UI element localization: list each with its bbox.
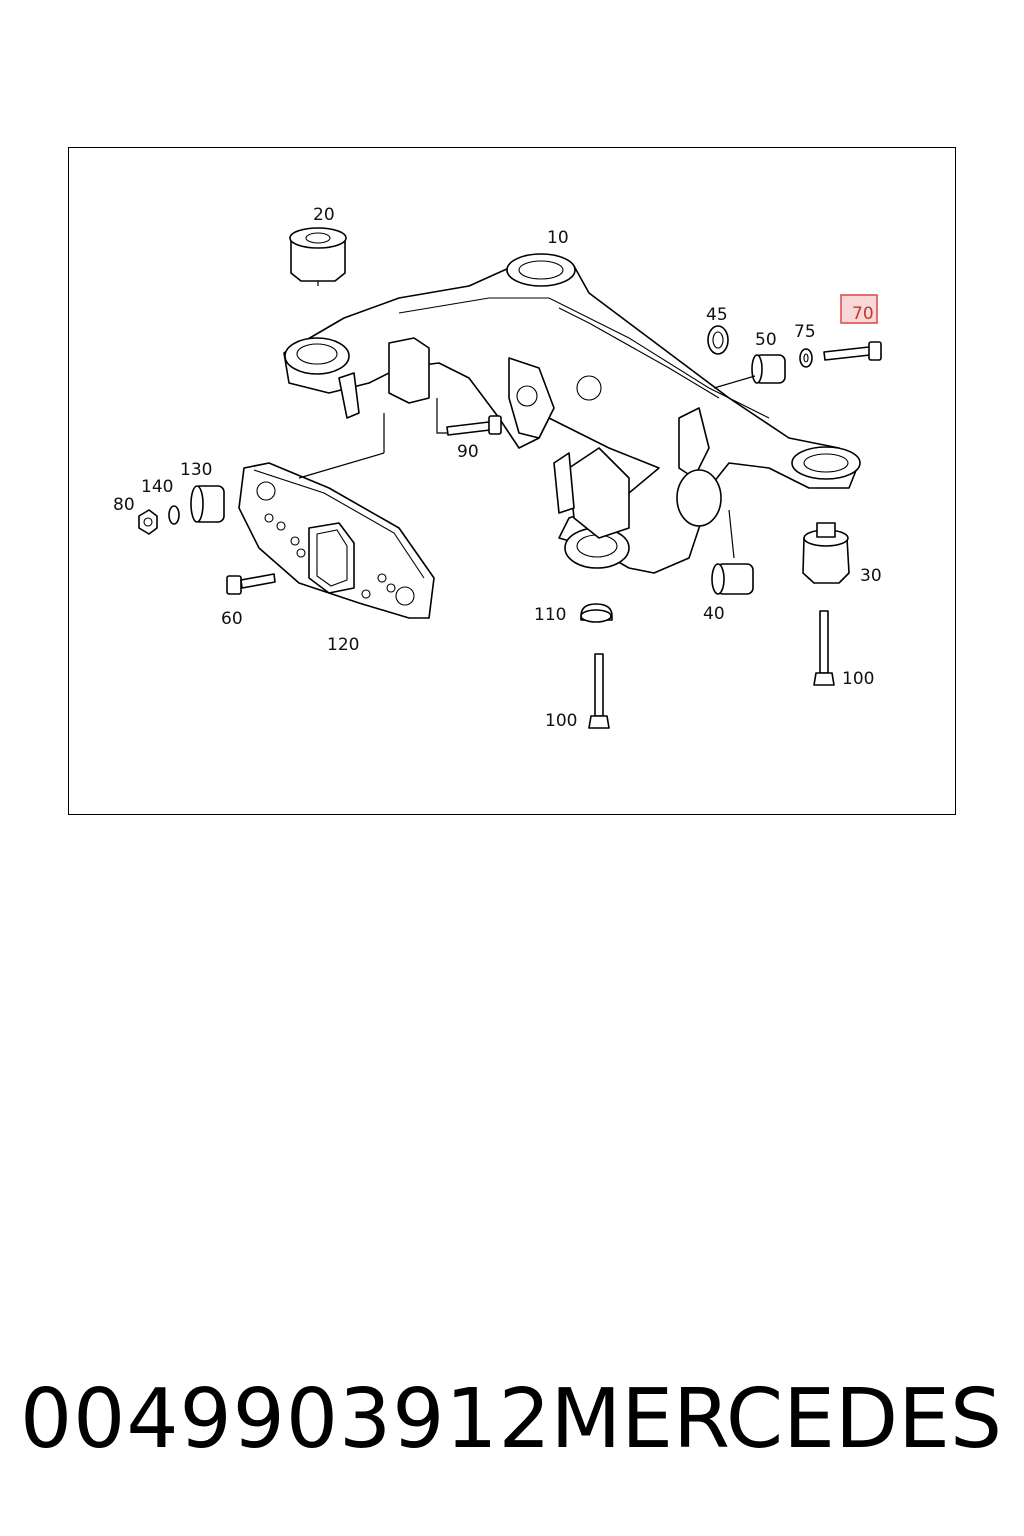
callout-40: 40 bbox=[703, 604, 725, 624]
callout-130: 130 bbox=[180, 460, 212, 480]
product-footer: 0049903912 MERCEDES bbox=[0, 1372, 1024, 1472]
nut-80 bbox=[138, 509, 158, 535]
callout-50: 50 bbox=[755, 330, 777, 350]
callout-30: 30 bbox=[860, 566, 882, 586]
bolt-60 bbox=[226, 573, 276, 595]
washer-140 bbox=[168, 505, 180, 525]
callout-110: 110 bbox=[534, 605, 566, 625]
callout-70: 70 bbox=[852, 304, 874, 324]
parts-diagram-frame: 20 10 45 50 75 70 90 130 140 80 60 120 1… bbox=[68, 147, 956, 815]
callout-80: 80 bbox=[113, 495, 135, 515]
rubber-mount-30 bbox=[802, 522, 850, 584]
callout-10: 10 bbox=[547, 228, 569, 248]
bushing-40 bbox=[711, 509, 754, 595]
bolt-100-right bbox=[813, 610, 835, 686]
callout-90: 90 bbox=[457, 442, 479, 462]
callout-20: 20 bbox=[313, 205, 335, 225]
callout-70-highlight-box bbox=[840, 294, 878, 324]
rear-subframe-diagram: 20 10 45 50 75 70 90 130 140 80 60 120 1… bbox=[113, 205, 882, 731]
bolt-100-center bbox=[588, 653, 610, 729]
bushing-45 bbox=[707, 325, 729, 355]
callout-75: 75 bbox=[794, 322, 816, 342]
rubber-mount-20 bbox=[289, 227, 347, 286]
washer-75 bbox=[799, 348, 813, 368]
callout-140: 140 bbox=[141, 477, 173, 497]
callout-100-right: 100 bbox=[842, 669, 874, 689]
callout-100-center: 100 bbox=[545, 711, 577, 731]
bushing-130 bbox=[190, 485, 225, 523]
brand-name: MERCEDES bbox=[550, 1372, 1002, 1467]
rear-subframe-body bbox=[283, 253, 861, 574]
callout-60: 60 bbox=[221, 609, 243, 629]
part-number: 0049903912 bbox=[20, 1372, 552, 1467]
bolt-90 bbox=[436, 398, 502, 436]
buffer-110 bbox=[580, 603, 613, 623]
cover-plate-120 bbox=[238, 413, 435, 619]
bolt-70 bbox=[823, 341, 882, 361]
callout-120: 120 bbox=[327, 635, 359, 655]
callout-45: 45 bbox=[706, 305, 728, 325]
bushing-50 bbox=[713, 354, 786, 389]
